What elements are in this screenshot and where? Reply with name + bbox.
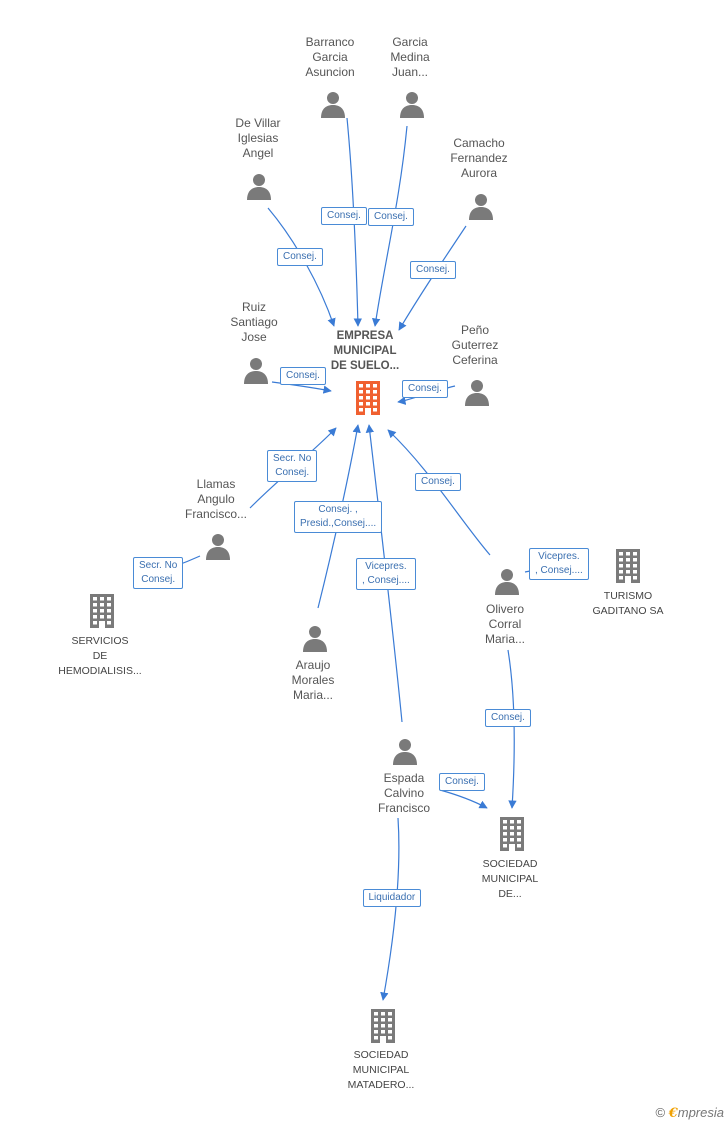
building-icon	[613, 549, 643, 588]
node-garcia[interactable]: Garcia Medina Juan...	[370, 35, 450, 80]
brand-watermark: © €mpresia	[655, 1105, 724, 1121]
person-icon	[493, 567, 521, 600]
node-label: SOCIEDAD MUNICIPAL MATADERO...	[347, 1049, 415, 1091]
node-ruiz[interactable]: Ruiz Santiago Jose	[214, 300, 294, 345]
edge-camacho-center	[398, 225, 467, 331]
person-icon	[301, 624, 329, 657]
node-label: De Villar Iglesias Angel	[235, 116, 281, 160]
node-sociedad2[interactable]: SOCIEDAD MUNICIPAL MATADERO...	[331, 1048, 431, 1093]
person-icon	[319, 90, 347, 123]
edge-label-ruiz-center[interactable]: Consej.	[280, 367, 326, 385]
node-label: Barranco Garcia Asuncion	[305, 35, 355, 79]
edge-label-araujo-center[interactable]: Consej. , Presid.,Consej....	[294, 501, 383, 533]
node-label: SOCIEDAD MUNICIPAL DE...	[481, 858, 539, 900]
edge-label-barranco-center[interactable]: Consej.	[321, 207, 367, 225]
node-espada[interactable]: Espada Calvino Francisco	[364, 771, 444, 816]
building-icon	[368, 1009, 398, 1048]
edge-label-espada-center[interactable]: Vicepres. , Consej....	[356, 558, 416, 590]
node-turismo[interactable]: TURISMO GADITANO SA	[578, 589, 678, 619]
node-label: Olivero Corral Maria...	[484, 602, 525, 646]
node-devillar[interactable]: De Villar Iglesias Angel	[218, 116, 298, 161]
edge-label-camacho-center[interactable]: Consej.	[410, 261, 456, 279]
person-icon	[242, 356, 270, 389]
node-barranco[interactable]: Barranco Garcia Asuncion	[290, 35, 370, 80]
node-olivero[interactable]: Olivero Corral Maria...	[465, 602, 545, 647]
edge-label-olivero-center[interactable]: Consej.	[415, 473, 461, 491]
node-label: Camacho Fernandez Aurora	[450, 136, 508, 180]
node-araujo[interactable]: Araujo Morales Maria...	[273, 658, 353, 703]
edge-label-llamas-center[interactable]: Secr. No Consej.	[267, 450, 318, 482]
node-camacho[interactable]: Camacho Fernandez Aurora	[434, 136, 524, 181]
node-sociedad1[interactable]: SOCIEDAD MUNICIPAL DE...	[465, 857, 555, 902]
node-label: Araujo Morales Maria...	[291, 658, 335, 702]
node-peno[interactable]: Peño Guterrez Ceferina	[435, 323, 515, 368]
edge-label-devillar-center[interactable]: Consej.	[277, 248, 323, 266]
node-center[interactable]: EMPRESA MUNICIPAL DE SUELO...	[320, 329, 410, 374]
node-servicios[interactable]: SERVICIOS DE HEMODIALISIS...	[45, 634, 155, 679]
building-icon	[497, 817, 527, 856]
edge-garcia-center	[371, 125, 408, 327]
edge-label-espada-sociedad1[interactable]: Consej.	[439, 773, 485, 791]
person-icon	[204, 532, 232, 565]
edge-label-olivero-turismo[interactable]: Vicepres. , Consej....	[529, 548, 589, 580]
edge-ruiz-center	[271, 381, 332, 394]
node-label: Ruiz Santiago Jose	[230, 300, 278, 344]
person-icon	[398, 90, 426, 123]
person-icon	[463, 378, 491, 411]
edge-olivero-sociedad1	[507, 649, 517, 809]
edge-espada-sociedad2	[380, 817, 400, 1001]
person-icon	[391, 737, 419, 770]
node-label: EMPRESA MUNICIPAL DE SUELO...	[330, 330, 400, 372]
edge-label-llamas-servicios[interactable]: Secr. No Consej.	[133, 557, 184, 589]
edge-label-garcia-center[interactable]: Consej.	[368, 208, 414, 226]
edge-olivero-center	[387, 429, 491, 556]
node-label: Llamas Angulo Francisco...	[184, 477, 247, 521]
node-llamas[interactable]: Llamas Angulo Francisco...	[171, 477, 261, 522]
node-label: SERVICIOS DE HEMODIALISIS...	[58, 635, 142, 677]
edge-label-peno-center[interactable]: Consej.	[402, 380, 448, 398]
person-icon	[245, 172, 273, 205]
edge-label-olivero-sociedad1[interactable]: Consej.	[485, 709, 531, 727]
node-label: Espada Calvino Francisco	[377, 771, 430, 815]
node-label: Garcia Medina Juan...	[390, 35, 430, 79]
node-label: TURISMO GADITANO SA	[592, 590, 664, 617]
building-icon	[353, 381, 383, 420]
person-icon	[467, 192, 495, 225]
edge-espada-sociedad1	[439, 789, 488, 809]
edge-label-espada-sociedad2[interactable]: Liquidador	[362, 889, 422, 907]
node-label: Peño Guterrez Ceferina	[451, 323, 499, 367]
building-icon	[87, 594, 117, 633]
